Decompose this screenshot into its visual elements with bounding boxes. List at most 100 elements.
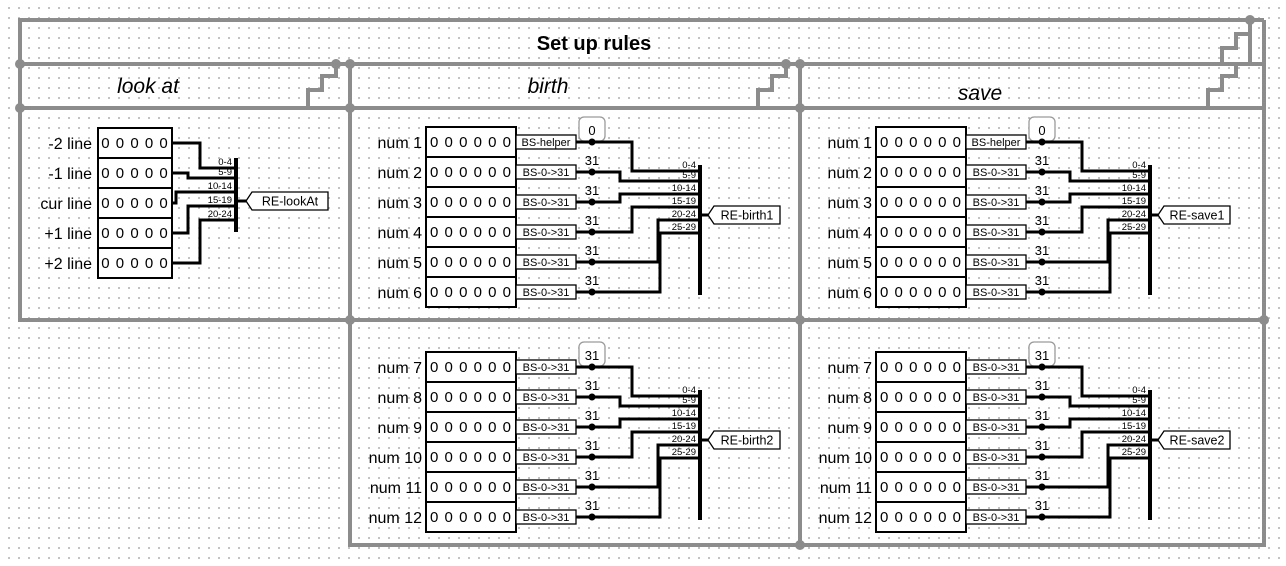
wire-joint [1038,393,1046,401]
rule-register[interactable] [875,471,967,503]
birth-title-frame [348,62,802,110]
rule-range-label: 10-14 [672,408,696,419]
rule-range-label: 5-9 [682,395,696,406]
rule-row-label: num 5 [378,255,423,272]
constant-value: 31 [1035,273,1049,288]
look-at-output-label: RE-lookAt [262,195,319,209]
rule-row-label: num 11 [370,480,422,497]
rule-output-tunnel[interactable] [1157,430,1231,450]
rule-range-label: 20-24 [672,209,696,220]
wire-joint [588,363,596,371]
look-at-register-bits: 0 0 0 0 0 [101,195,168,212]
wire-joint [588,423,596,431]
bit-select-tag-label: BS-0->31 [523,197,570,209]
rule-register[interactable] [875,441,967,473]
constant-value: 31 [1035,153,1049,168]
look-at-row-label: cur line [40,196,92,213]
look-at-register[interactable] [97,247,173,279]
rule-register-bits: 0 0 0 0 0 0 [880,359,962,376]
look-at-row-label: -1 line [48,166,92,183]
bit-select-tag-label: BS-0->31 [973,452,1020,464]
rule-row-label: num 6 [828,285,873,302]
wire-joint [1038,138,1046,146]
header-staircase [1220,20,1252,62]
rule-route-wire [1065,205,1150,234]
bit-select-tag-label: BS-0->31 [523,482,570,494]
constant-value: 31 [1035,183,1049,198]
rule-register-bits: 0 0 0 0 0 0 [430,254,512,271]
rule-register[interactable] [875,126,967,158]
rule-range-label: 15-19 [672,196,696,207]
constant-value: 31 [1035,213,1049,228]
rule-register[interactable] [425,276,517,308]
wire-joint [1038,288,1046,296]
look-at-range-label: 20-24 [208,209,232,220]
rule-row-label: num 10 [369,450,422,467]
wire-joint [1038,363,1046,371]
rule-route-wire [1065,456,1150,519]
section-title-save: save [958,82,1002,105]
rule-register[interactable] [425,156,517,188]
bit-select-tag-label: BS-0->31 [523,227,570,239]
rule-row-label: num 2 [828,165,873,182]
rule-route-wire [1065,218,1150,264]
rule-route-wire [615,395,700,408]
look-at-wire [172,171,236,180]
wire-joint [588,138,596,146]
rule-register-bits: 0 0 0 0 0 0 [880,509,962,526]
rule-register-bits: 0 0 0 0 0 0 [430,389,512,406]
rule-output-tunnel[interactable] [707,205,781,225]
rule-row-label: num 3 [378,195,423,212]
look-at-register[interactable] [97,157,173,189]
rule-route-wire [1065,443,1150,489]
rule-row-label: num 9 [828,420,873,437]
wire-joint [1038,513,1046,521]
bit-select-tag-label: BS-helper [972,137,1021,149]
rule-output-tunnel[interactable] [1157,205,1231,225]
bit-select-tag-label: BS-0->31 [973,422,1020,434]
constant-value: 31 [585,273,599,288]
rule-register[interactable] [425,471,517,503]
rule-range-label: 25-29 [672,447,696,458]
rule-range-label: 15-19 [1122,196,1146,207]
wire-joint [1038,168,1046,176]
rule-register[interactable] [875,246,967,278]
rule-register-bits: 0 0 0 0 0 0 [880,194,962,211]
rule-register-bits: 0 0 0 0 0 0 [880,254,962,271]
bit-select-tag-label: BS-helper [522,137,571,149]
rule-output-label: RE-save2 [1170,434,1225,448]
rule-output-tunnel[interactable] [707,430,781,450]
rule-register[interactable] [875,276,967,308]
rule-route-wire [615,205,700,234]
wire-joint [1038,453,1046,461]
look-at-output-tunnel[interactable] [245,191,329,211]
page-title: Set up rules [537,33,651,55]
rule-route-wire [1065,192,1150,204]
section-frames [15,15,1269,550]
wire-joint [588,513,596,521]
look-at-wire [172,190,236,205]
rule-row-label: num 5 [828,255,873,272]
rule-row-label: num 4 [378,225,423,242]
rule-range-label: 5-9 [1132,170,1146,181]
wire-joint [588,228,596,236]
rule-register-bits: 0 0 0 0 0 0 [430,164,512,181]
constant-value: 31 [585,348,599,363]
rule-register-bits: 0 0 0 0 0 0 [430,224,512,241]
look-at-wire [172,204,236,235]
rule-route-wire [615,192,700,204]
bit-select-tag-label: BS-0->31 [523,452,570,464]
constant-value: 31 [585,438,599,453]
rule-range-label: 0-4 [1132,385,1146,396]
rule-range-label: 10-14 [672,183,696,194]
look-at-register[interactable] [97,187,173,219]
look-at-wire [172,218,236,265]
rule-range-label: 0-4 [682,385,696,396]
rule-route-wire [615,140,700,173]
look-at-range-label: 10-14 [208,181,232,192]
rule-range-label: 25-29 [1122,222,1146,233]
look-at-register-bits: 0 0 0 0 0 [101,225,168,242]
wire-joint [588,393,596,401]
